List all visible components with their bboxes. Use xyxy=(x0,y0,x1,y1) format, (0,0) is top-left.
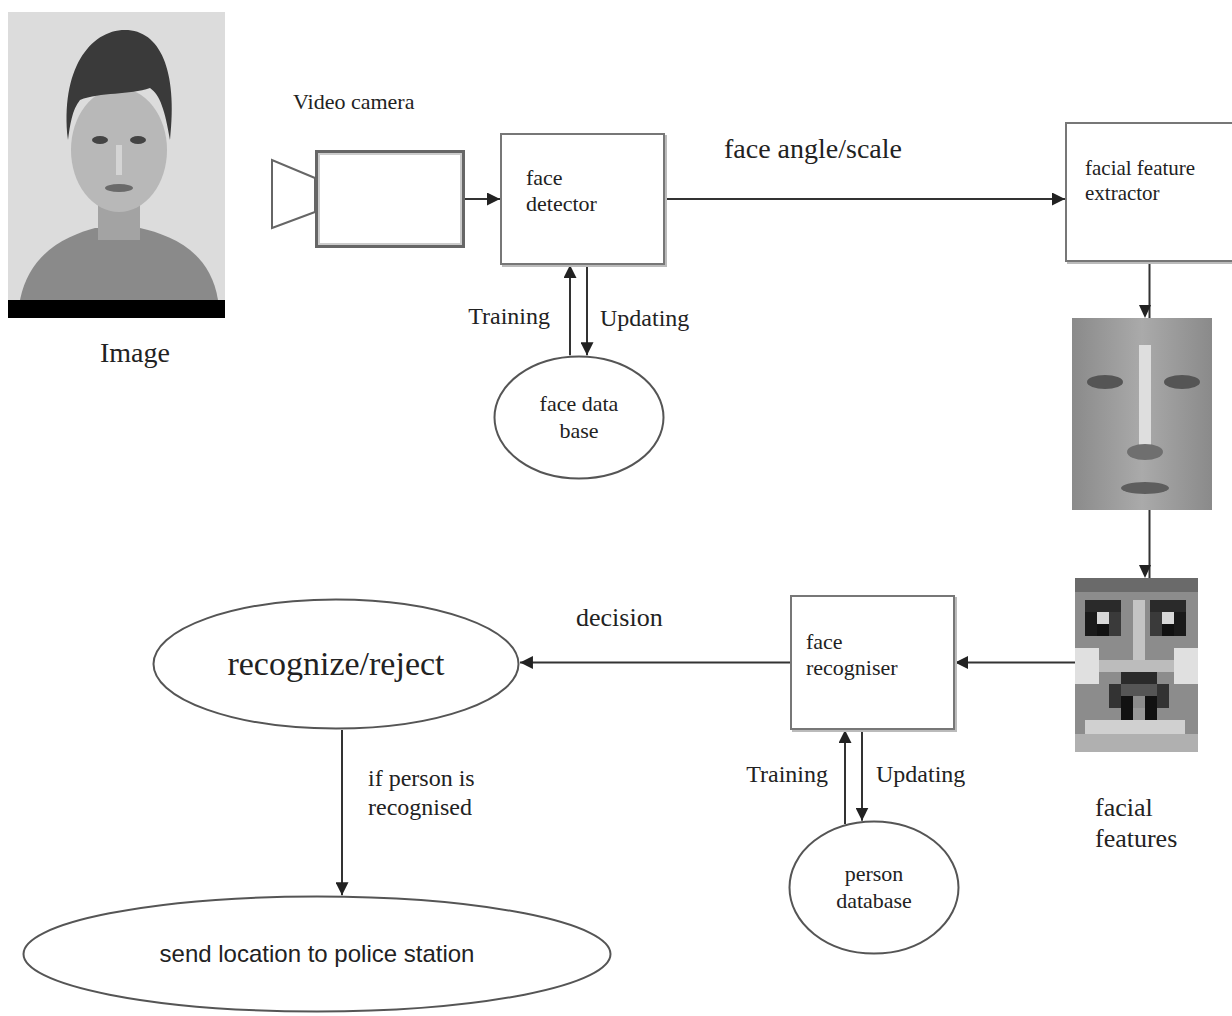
edge-label: Updating xyxy=(874,760,967,789)
ellipse-shape xyxy=(790,822,959,954)
flow-arrow xyxy=(844,730,846,824)
process-box: face detector xyxy=(500,133,665,265)
pixelated-features xyxy=(1075,578,1198,752)
process-box: facial feature extractor xyxy=(1065,122,1232,262)
flow-arrow xyxy=(341,730,343,895)
flow-arrow xyxy=(861,730,863,821)
decision-ellipse: recognize/reject xyxy=(152,598,520,730)
node-label: recognize/reject xyxy=(227,644,444,685)
edge-label: Training xyxy=(744,760,830,789)
database-ellipse: person database xyxy=(788,820,960,955)
node-heading: Video camera xyxy=(293,89,414,115)
node-label: send location to police station xyxy=(160,940,475,969)
edge-label: if person is recognised xyxy=(366,764,510,822)
output-ellipse: send location to police station xyxy=(22,895,612,1013)
flow-arrowhead xyxy=(1139,305,1151,578)
face-crop xyxy=(1072,318,1212,510)
flow-arrow xyxy=(520,662,790,664)
node-label: person database xyxy=(824,861,924,914)
input-photo xyxy=(8,12,225,318)
edge-label: Updating xyxy=(598,304,691,333)
ellipse-shape xyxy=(24,897,611,1012)
edge-label: face angle/scale xyxy=(722,132,904,166)
process-box: face recogniser xyxy=(790,595,955,730)
edge-label: decision xyxy=(574,602,665,633)
flow-arrow xyxy=(586,265,588,355)
feature-caption: facial features xyxy=(1093,792,1202,854)
node-label: face detector xyxy=(526,165,621,218)
flow-arrow xyxy=(665,198,1065,200)
flow-arrow xyxy=(465,198,500,200)
flow-arrow xyxy=(569,265,571,355)
database-ellipse: face data base xyxy=(493,355,665,480)
node-label: face data base xyxy=(529,391,629,444)
node-label: face recogniser xyxy=(806,629,918,682)
image-caption: Image xyxy=(98,336,172,370)
camera-box: Video camera xyxy=(315,150,465,248)
node-label: facial feature extractor xyxy=(1085,156,1220,206)
ellipse-shape xyxy=(495,357,664,479)
ellipse-shape xyxy=(154,600,519,729)
camera-lens xyxy=(272,160,315,228)
edge-label: Training xyxy=(466,302,552,331)
